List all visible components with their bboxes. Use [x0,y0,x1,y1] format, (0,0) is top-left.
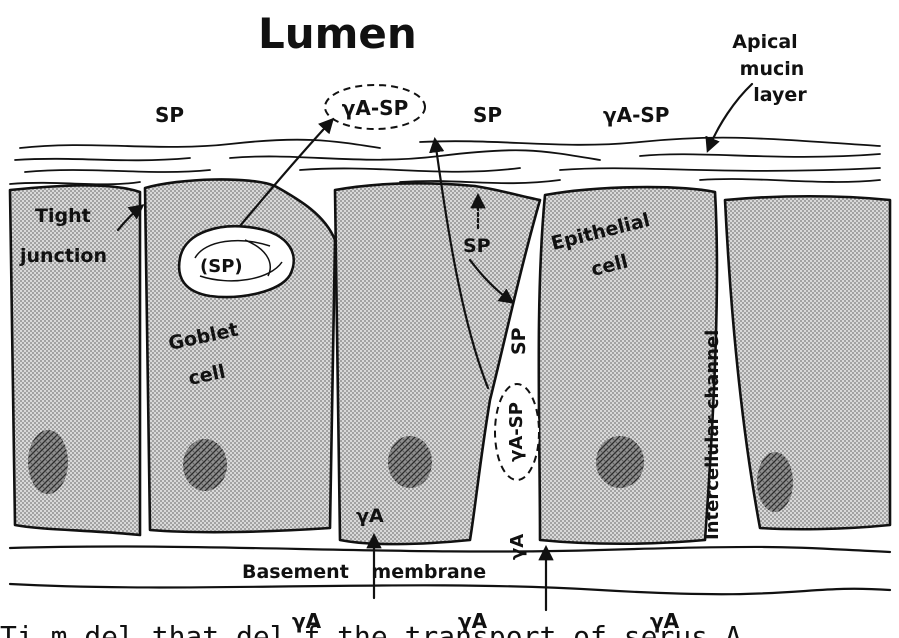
cell-left-edge [10,185,140,535]
mucin-layer-lines [10,138,880,185]
apical-mucin-label-1: Apical [732,31,797,53]
apical-mucin-arrow [708,84,752,150]
ya-in-cell: γA [356,505,384,527]
yasp-lumen-circled: γA-SP [342,96,408,120]
basement-membrane-label: Basement membrane [242,561,486,583]
nucleus-2 [183,439,227,491]
tight-junction-label-1: Tight [35,205,91,227]
tight-junction-label-2: junction [19,245,107,267]
nucleus-4 [596,436,644,488]
ya-vertical: γA [507,534,528,560]
nucleus-3 [388,436,432,488]
basement-membrane-bottom [10,584,890,594]
yasp-lumen-right: γA-SP [603,103,669,127]
cell-far-right [725,196,890,529]
sp-vertical: SP [508,327,530,355]
caption-fragment: Ti m del that del f the transport of ser… [0,620,742,638]
epithelial-cell-center [335,183,540,544]
apical-mucin-label-3: layer [753,84,807,106]
sp-lumen-middle: SP [473,103,502,127]
basement-membrane-top [10,546,890,552]
apical-mucin-label-2: mucin [740,58,805,80]
nucleus-5 [757,452,793,512]
yasp-intercellular: γA-SP [506,402,527,462]
intercellular-channel-label: Intercellular channel [702,330,723,540]
sp-lumen-left: SP [155,103,184,127]
sp-upper-cell: SP [463,235,491,257]
title-lumen: Lumen [258,9,417,58]
nucleus-1 [28,430,68,494]
sp-in-goblet: (SP) [200,256,243,277]
